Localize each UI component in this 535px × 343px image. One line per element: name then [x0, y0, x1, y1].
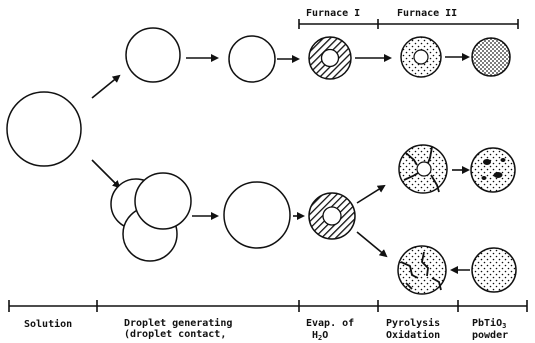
arrow-to-fractured-particle [356, 231, 388, 258]
stage-droplet-label-line1: Droplet generating [124, 317, 232, 329]
stage-droplet-label-line2: (droplet contact, [124, 329, 226, 340]
merged-droplet [223, 181, 291, 249]
stage-solution-label: Solution [24, 318, 72, 330]
stage-powder-label-line1: PbTiO3 [472, 317, 506, 330]
generated-droplet-top [125, 27, 181, 83]
arrow-to-cracked-shell [356, 184, 386, 204]
furnace-1-bracket [298, 19, 379, 29]
stage-evap-label-line2: H2O [312, 330, 328, 342]
stage-pyrolysis-label-line2: Oxidation [386, 329, 440, 341]
powder-particle-top [471, 37, 511, 77]
solution-droplet [6, 91, 82, 167]
furnace-2-bracket [378, 19, 519, 29]
powder-particle-bottom [471, 247, 517, 293]
stage-powder-label-line2: powder [472, 330, 508, 341]
stage-timeline [8, 300, 528, 312]
hollow-shell-top [308, 36, 352, 80]
shrunk-droplet-top [228, 35, 276, 83]
contacting-droplets [110, 172, 192, 262]
stage-evap-label-line1: Evap. of [306, 318, 354, 329]
porous-powder-particle [470, 147, 516, 193]
stage-pyrolysis-label-line1: Pyrolysis [386, 317, 440, 329]
pyrolysis-shell-top [400, 36, 442, 78]
arrow-to-top-droplet [91, 74, 121, 99]
arrow-to-bottom-droplets [91, 159, 121, 189]
furnace-1-label: Furnace I [306, 8, 360, 19]
furnace-2-label: Furnace II [397, 8, 457, 19]
hollow-shell-bottom [308, 192, 356, 240]
fractured-particle [397, 245, 447, 295]
cracked-shell [398, 144, 448, 194]
